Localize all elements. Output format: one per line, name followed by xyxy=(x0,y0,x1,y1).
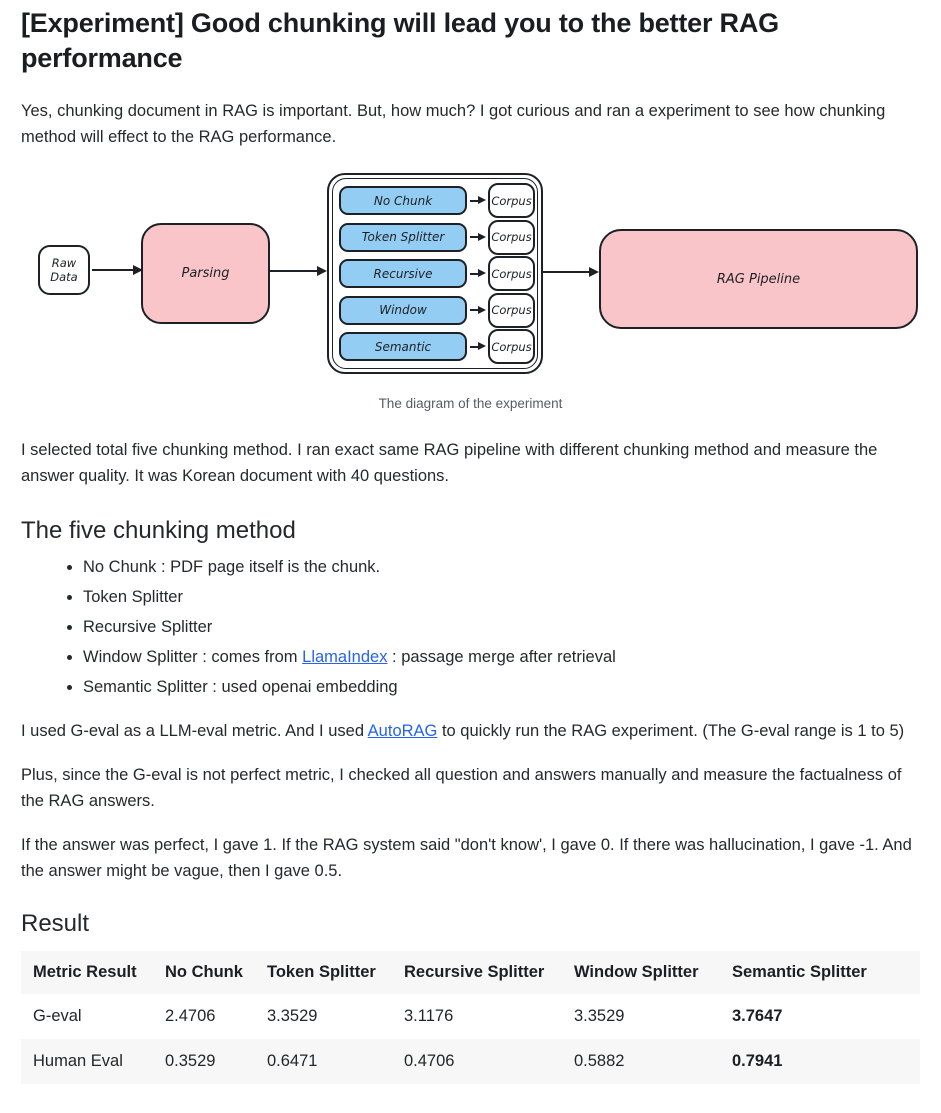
scoring-paragraph: If the answer was perfect, I gave 1. If … xyxy=(21,836,912,880)
list-item-text: Window Splitter : comes from xyxy=(83,648,303,666)
arrow-chunkers-to-rag xyxy=(543,266,599,277)
table-cell: 3.3529 xyxy=(267,1007,318,1025)
list-item-text: Semantic Splitter : used openai embeddin… xyxy=(83,678,398,696)
table-cell: 3.3529 xyxy=(574,1007,625,1025)
raw-data-label: Raw Data xyxy=(50,256,78,284)
autorag-link[interactable]: AutoRAG xyxy=(367,722,438,740)
corpus-box: Corpus xyxy=(488,183,535,218)
selected-paragraph: I selected total five chunking method. I… xyxy=(21,441,878,485)
corpus-box: Corpus xyxy=(488,219,535,255)
method-box-window: Window xyxy=(339,295,467,325)
arrow-method-to-corpus xyxy=(470,269,486,277)
chunk-row-semantic: Semantic Corpus xyxy=(339,329,535,364)
eval-paragraph-text: to quickly run the RAG experiment. (The … xyxy=(437,722,905,740)
chunk-row-token-splitter: Token Splitter Corpus xyxy=(339,219,535,255)
list-item-window-splitter: Window Splitter : comes from LlamaIndex … xyxy=(83,644,920,670)
result-table-header-row: Metric Result No Chunk Token Splitter Re… xyxy=(21,951,920,994)
column-header: Recursive Splitter xyxy=(404,963,545,981)
chunk-row-recursive: Recursive Corpus xyxy=(339,256,535,291)
arrow-raw-to-parsing xyxy=(92,264,143,275)
corpus-box: Corpus xyxy=(488,292,535,328)
corpus-box: Corpus xyxy=(488,329,535,364)
arrow-parsing-to-chunkers xyxy=(270,265,327,276)
diagram-caption: The diagram of the experiment xyxy=(378,396,563,411)
llamaindex-link[interactable]: LlamaIndex xyxy=(302,648,388,666)
arrow-method-to-corpus xyxy=(470,232,486,241)
chunk-row-no-chunk: No Chunk Corpus xyxy=(339,183,535,218)
column-header: No Chunk xyxy=(165,963,243,981)
eval-paragraph: I used G-eval as a LLM-eval metric. And … xyxy=(21,718,920,744)
table-cell: 0.5882 xyxy=(574,1052,625,1070)
column-header: Window Splitter xyxy=(574,963,699,981)
method-box-semantic: Semantic xyxy=(339,332,467,361)
method-box-token-splitter: Token Splitter xyxy=(339,222,467,252)
method-box-no-chunk: No Chunk xyxy=(339,186,467,215)
list-item-text: Recursive Splitter xyxy=(83,618,213,636)
table-cell-best-score: 0.7941 xyxy=(732,1052,783,1070)
method-list: No Chunk : PDF page itself is the chunk.… xyxy=(21,554,920,700)
table-cell: 3.1176 xyxy=(404,1007,454,1025)
table-cell: G-eval xyxy=(33,1007,82,1025)
result-heading: Result xyxy=(21,910,90,937)
method-box-recursive: Recursive xyxy=(339,259,467,288)
result-table: Metric Result No Chunk Token Splitter Re… xyxy=(21,951,920,1084)
experiment-diagram: Raw Data Parsing No Chunk Corpus Token S… xyxy=(21,166,920,411)
list-item-no-chunk: No Chunk : PDF page itself is the chunk. xyxy=(83,554,920,580)
arrow-method-to-corpus xyxy=(470,342,486,350)
experiment-diagram-canvas: Raw Data Parsing No Chunk Corpus Token S… xyxy=(21,166,920,386)
table-cell: 2.4706 xyxy=(165,1007,216,1025)
arrow-method-to-corpus xyxy=(470,305,486,314)
arrow-method-to-corpus xyxy=(470,196,486,204)
table-cell-best-score: 3.7647 xyxy=(732,1007,783,1025)
rag-pipeline-label: RAG Pipeline xyxy=(716,271,801,287)
table-cell: 0.3529 xyxy=(165,1052,216,1070)
table-row-human-eval: Human Eval 0.3529 0.6471 0.4706 0.5882 0… xyxy=(21,1039,920,1084)
table-cell: Human Eval xyxy=(33,1052,123,1070)
list-item-text: No Chunk : PDF page itself is the chunk. xyxy=(83,558,381,576)
table-row-g-eval: G-eval 2.4706 3.3529 3.1176 3.3529 3.764… xyxy=(21,994,920,1039)
diagram-node-raw-data: Raw Data xyxy=(38,245,90,295)
eval-paragraph-text: I used G-eval as a LLM-eval metric. And … xyxy=(21,722,368,740)
diagram-node-rag-pipeline: RAG Pipeline xyxy=(599,229,918,329)
diagram-node-parsing: Parsing xyxy=(141,223,270,324)
table-cell: 0.4706 xyxy=(404,1052,455,1070)
corpus-box: Corpus xyxy=(488,256,535,291)
list-item-semantic-splitter: Semantic Splitter : used openai embeddin… xyxy=(83,674,920,700)
table-cell: 0.6471 xyxy=(267,1052,318,1070)
column-header: Semantic Splitter xyxy=(732,963,867,981)
page-title: [Experiment] Good chunking will lead you… xyxy=(21,8,779,73)
methods-heading: The five chunking method xyxy=(21,517,296,544)
parsing-label: Parsing xyxy=(181,266,230,281)
diagram-chunking-container: No Chunk Corpus Token Splitter Corpus Re… xyxy=(327,173,543,374)
column-header: Token Splitter xyxy=(267,963,376,981)
list-item-text: : passage merge after retrieval xyxy=(387,648,616,666)
list-item-text: Token Splitter xyxy=(83,588,183,606)
manual-check-paragraph: Plus, since the G-eval is not perfect me… xyxy=(21,766,902,810)
column-header: Metric Result xyxy=(33,963,137,981)
chunk-row-window: Window Corpus xyxy=(339,292,535,328)
list-item-recursive-splitter: Recursive Splitter xyxy=(83,614,920,640)
intro-paragraph: Yes, chunking document in RAG is importa… xyxy=(21,102,886,146)
list-item-token-splitter: Token Splitter xyxy=(83,584,920,610)
